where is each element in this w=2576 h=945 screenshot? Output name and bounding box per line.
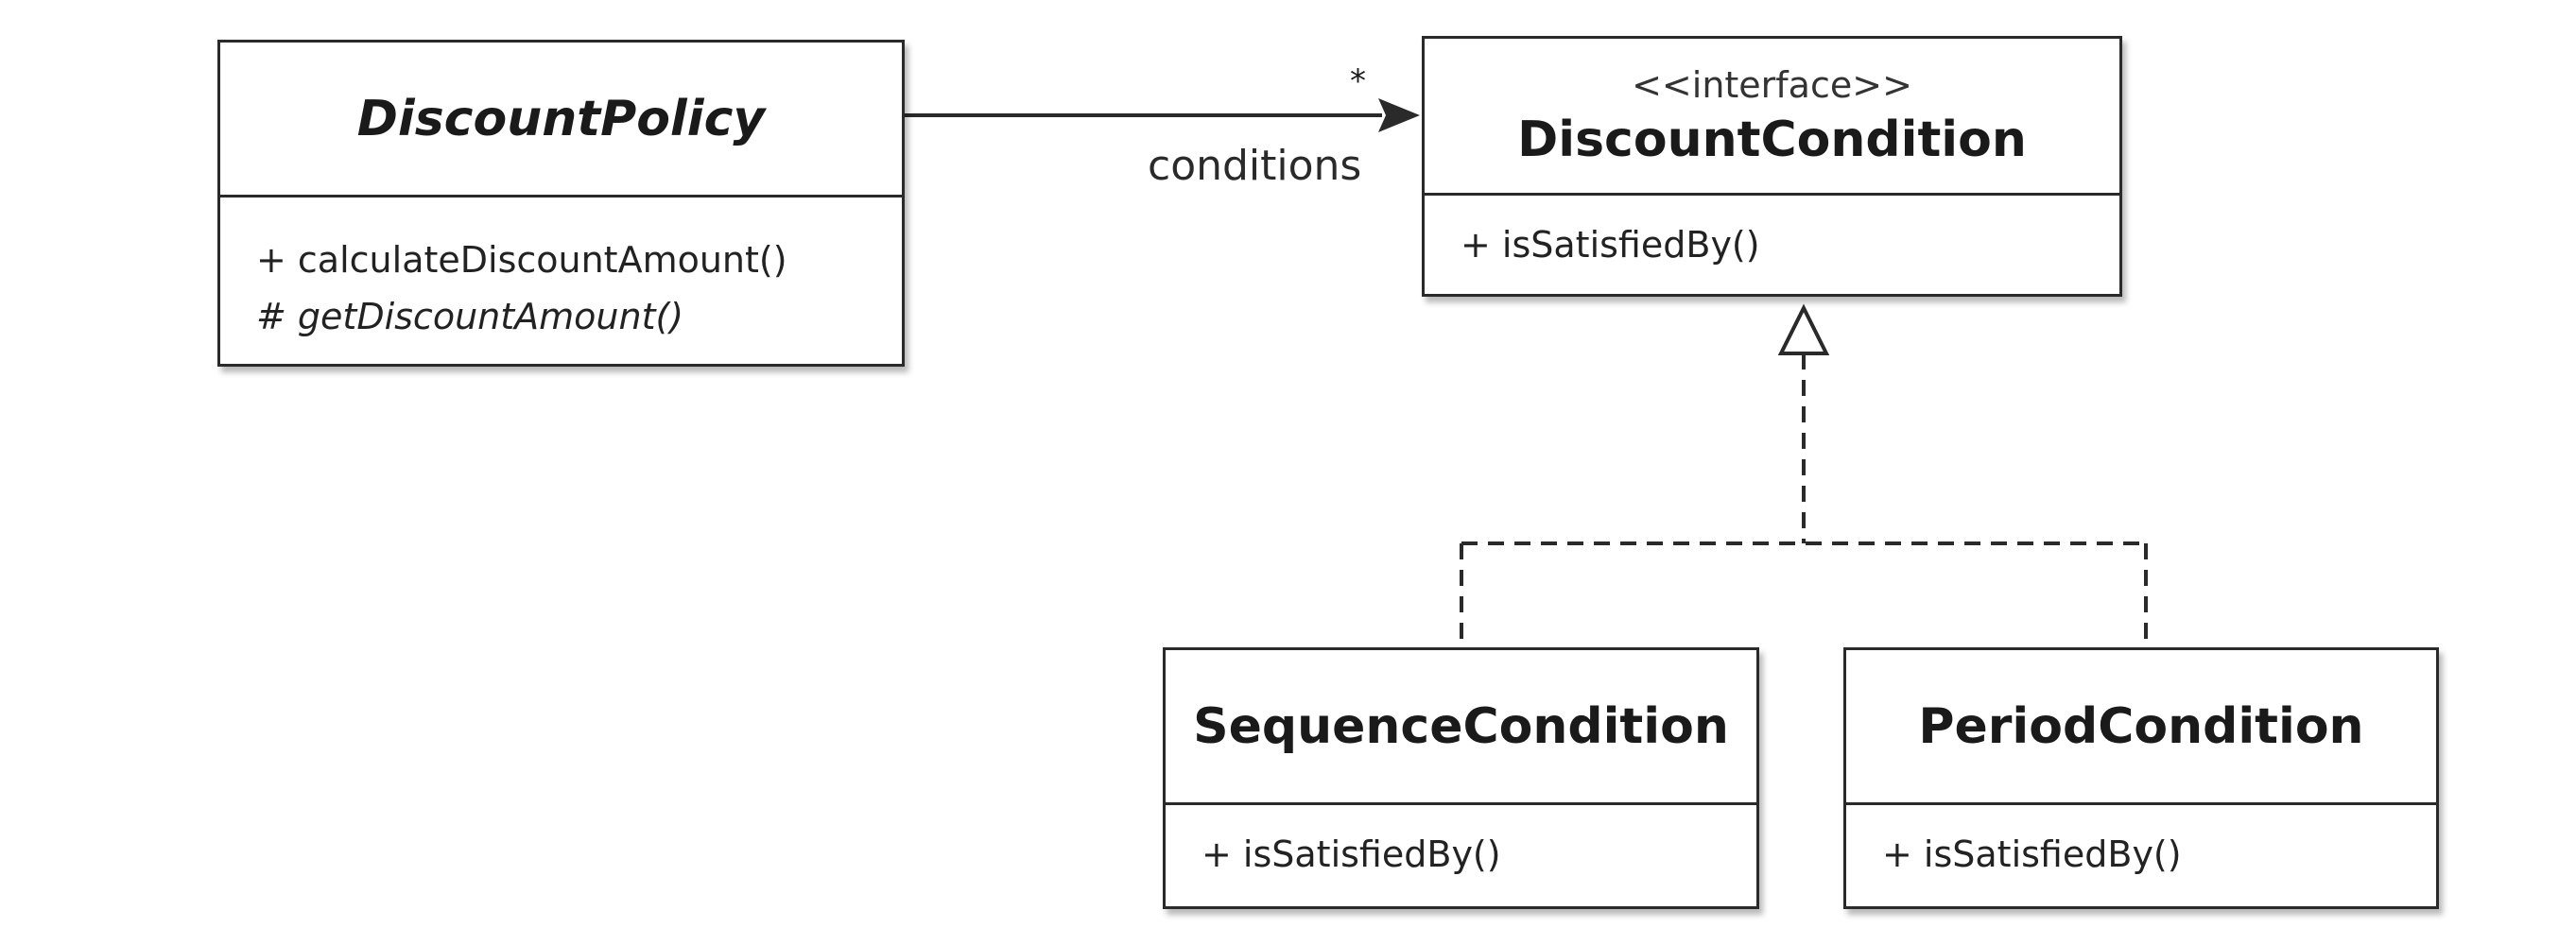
operation: + calculateDiscountAmount() bbox=[256, 239, 787, 281]
association-multiplicity: * bbox=[1350, 62, 1366, 100]
operations-compartment: + isSatisfiedBy() bbox=[1425, 196, 2119, 273]
association-arrowhead bbox=[1378, 98, 1420, 132]
class-sequence-condition[interactable]: SequenceCondition + isSatisfiedBy() bbox=[1163, 647, 1759, 909]
class-name: DiscountCondition bbox=[1517, 111, 2027, 168]
class-name-compartment: <<interface>> DiscountCondition bbox=[1425, 39, 2119, 196]
class-name-compartment: SequenceCondition bbox=[1166, 650, 1756, 805]
operations-compartment: + isSatisfiedBy() bbox=[1846, 805, 2436, 883]
operations-compartment: + isSatisfiedBy() bbox=[1166, 805, 1756, 883]
association-role-label: conditions bbox=[1148, 142, 1362, 190]
interface-discount-condition[interactable]: <<interface>> DiscountCondition + isSati… bbox=[1422, 36, 2122, 297]
operation: + isSatisfiedBy() bbox=[1202, 833, 1501, 875]
class-name-compartment: DiscountPolicy bbox=[220, 43, 902, 198]
class-discount-policy[interactable]: DiscountPolicy + calculateDiscountAmount… bbox=[217, 40, 905, 367]
class-name-compartment: PeriodCondition bbox=[1846, 650, 2436, 805]
class-name: PeriodCondition bbox=[1918, 697, 2364, 755]
operation: + isSatisfiedBy() bbox=[1461, 224, 1760, 266]
class-name: SequenceCondition bbox=[1193, 697, 1729, 755]
stereotype-label: <<interface>> bbox=[1632, 63, 1912, 106]
operation: + isSatisfiedBy() bbox=[1882, 833, 2182, 875]
realization-arrowhead bbox=[1777, 303, 1830, 355]
class-period-condition[interactable]: PeriodCondition + isSatisfiedBy() bbox=[1843, 647, 2439, 909]
class-name: DiscountPolicy bbox=[356, 90, 766, 147]
operations-compartment: + calculateDiscountAmount() # getDiscoun… bbox=[220, 198, 902, 345]
operation: # getDiscountAmount() bbox=[256, 296, 684, 337]
